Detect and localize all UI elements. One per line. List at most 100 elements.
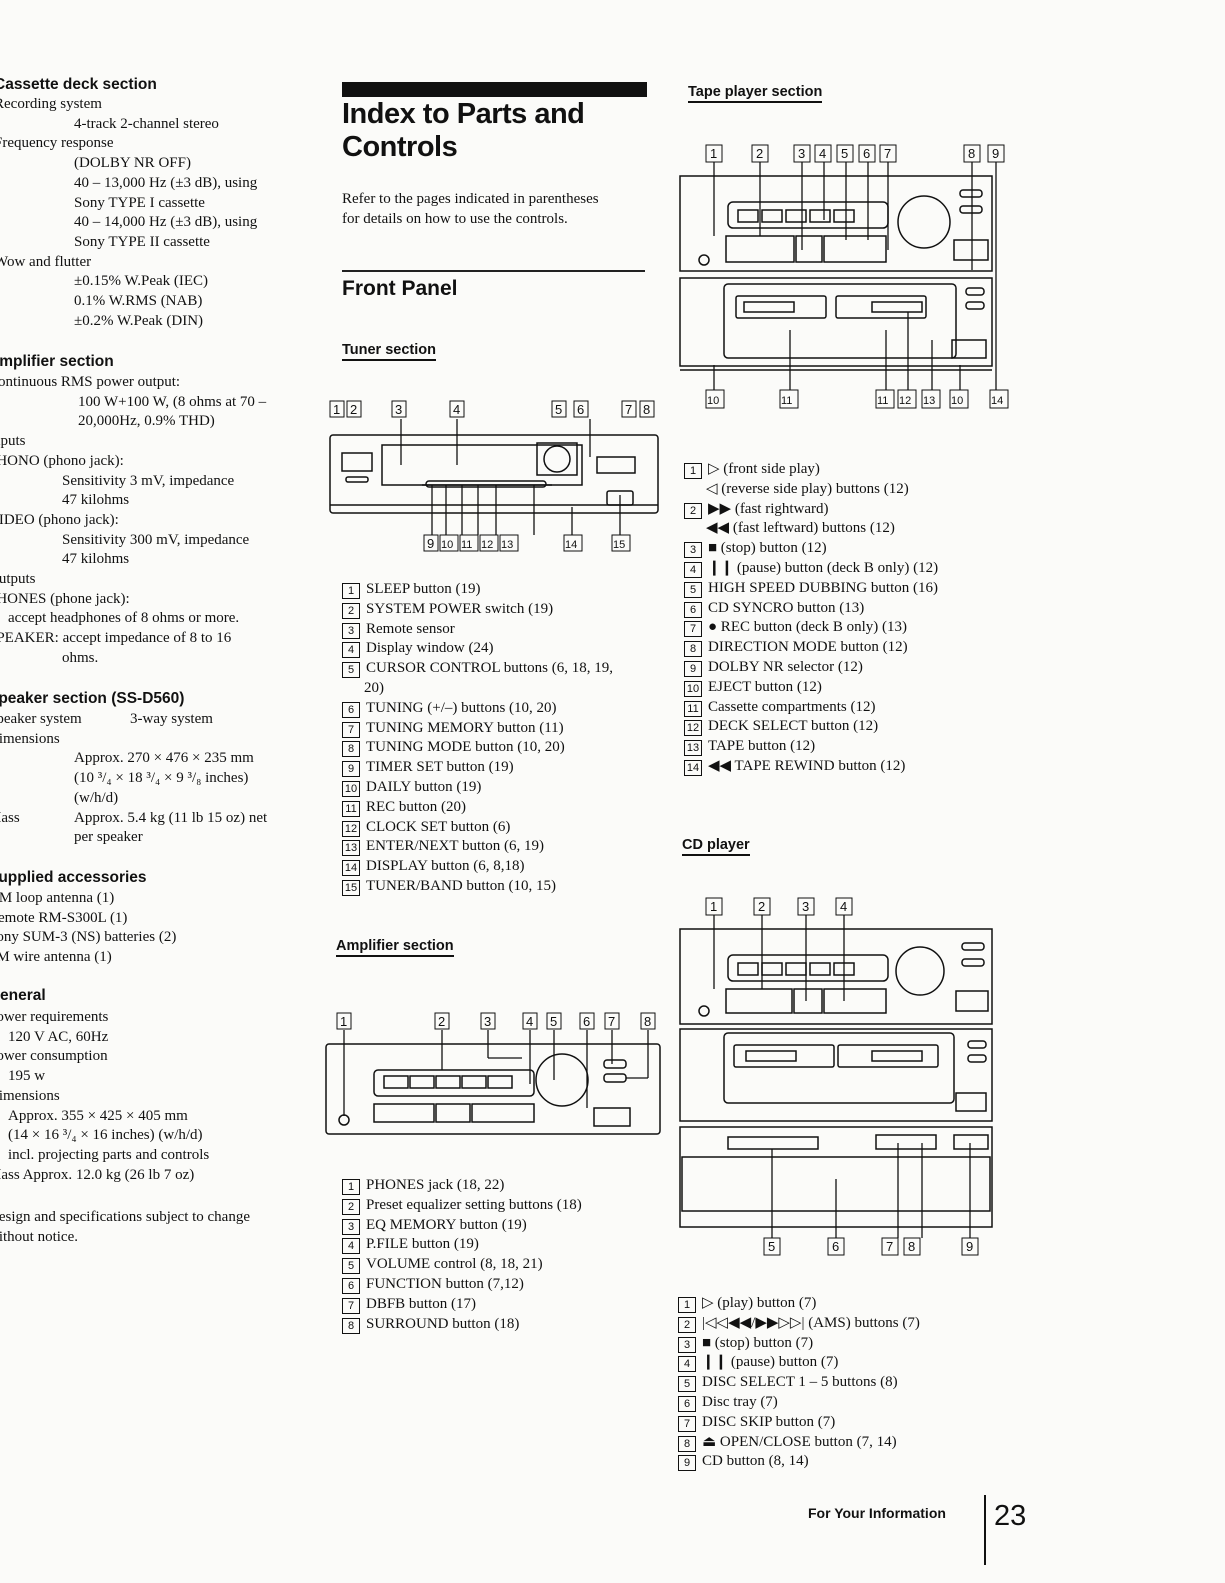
spec-line: 120 V AC, 60Hz	[8, 1028, 109, 1045]
item-number-badge: 13	[684, 740, 702, 757]
item-label: TIMER SET button (19)	[366, 759, 514, 776]
svg-text:12: 12	[899, 395, 911, 407]
item-label: TUNING MEMORY button (11)	[366, 719, 564, 736]
general-heading: General	[0, 987, 46, 1004]
tuner-heading: Tuner section	[342, 342, 436, 361]
parts-list-item: 4 ❙❙ (pause) button (7)	[678, 1353, 920, 1373]
svg-text:5: 5	[768, 1239, 775, 1254]
item-label: Cassette compartments (12)	[708, 698, 876, 715]
speaker-spec-label: Mass	[0, 809, 20, 826]
svg-text:8: 8	[908, 1239, 915, 1254]
parts-list-item: 15 TUNER/BAND button (10, 15)	[342, 877, 613, 897]
svg-text:3: 3	[395, 402, 402, 417]
spec-line: 100 W+100 W, (8 ohms at 70 –	[78, 393, 267, 410]
divider	[342, 270, 645, 272]
spec-line: Dimensions	[0, 1087, 60, 1104]
item-number-badge: 4	[342, 642, 360, 659]
item-number-badge: 2	[342, 1198, 360, 1215]
cd-item-list: 1▷ (play) button (7)2|◁◁◀◀/▶▶▷▷| (AMS) b…	[678, 1294, 920, 1472]
item-label: SURROUND button (18)	[366, 1315, 520, 1332]
svg-text:6: 6	[577, 402, 584, 417]
intro-text: Refer to the pages indicated in parenthe…	[342, 191, 599, 227]
item-label: Disc tray (7)	[702, 1393, 778, 1410]
item-number-badge: 3	[684, 542, 702, 559]
svg-text:7: 7	[625, 402, 632, 417]
spec-line: 195 w	[8, 1068, 46, 1085]
svg-text:11: 11	[781, 395, 792, 407]
svg-text:9: 9	[966, 1239, 973, 1254]
item-label: EJECT button (12)	[708, 678, 822, 695]
spec-line: Power requirements	[0, 1009, 109, 1025]
item-number-badge: 12	[342, 820, 360, 837]
item-label: TUNER/BAND button (10, 15)	[366, 877, 556, 894]
item-label: ❙❙ (pause) button (deck B only) (12)	[708, 559, 939, 576]
spec-line: 47 kilohms	[62, 492, 130, 509]
svg-text:7: 7	[884, 146, 891, 161]
cassette-heading: Cassette deck section	[0, 76, 157, 93]
item-number-badge: 5	[684, 581, 702, 598]
item-label: P.FILE button (19)	[366, 1236, 479, 1253]
svg-text:9: 9	[427, 536, 434, 551]
accessories-heading: Supplied accessories	[0, 869, 147, 886]
item-label: DAILY button (19)	[366, 778, 482, 795]
amp-heading: Amplifier section	[336, 938, 454, 957]
item-label: DIRECTION MODE button (12)	[708, 639, 908, 656]
cd-diagram: 1 2 3 4 5 6 7 8 9	[679, 897, 993, 1256]
item-number-badge: 4	[678, 1356, 696, 1373]
spec-line: Recording system	[0, 96, 102, 112]
amplifier-specs: Continuous RMS power output:100 W+100 W,…	[0, 373, 266, 669]
item-label: Preset equalizer setting buttons (18)	[366, 1196, 582, 1213]
spec-line: (DOLBY NR OFF)	[74, 155, 191, 172]
item-number-badge: 2	[678, 1316, 696, 1333]
tape-item-list: 1▷ (front side play)◁ (reverse side play…	[684, 460, 938, 777]
spec-line: (14 × 16 ³/₄ × 16 inches) (w/h/d)	[8, 1127, 203, 1144]
amplifier-specs-heading: Amplifier section	[0, 353, 114, 370]
spec-line: Power consumption	[0, 1048, 108, 1065]
svg-text:13: 13	[923, 395, 935, 407]
tuner-diagram: 1 2 3 4 5 6 7 8 9 10 11 12 13 14 15	[329, 400, 659, 552]
svg-text:4: 4	[526, 1014, 533, 1029]
spec-line: 20,000Hz, 0.9% THD)	[78, 413, 215, 430]
item-label: Remote sensor	[366, 620, 455, 637]
item-number-badge: 6	[678, 1395, 696, 1412]
svg-text:12: 12	[481, 539, 493, 551]
spec-line: ±0.15% W.Peak (IEC)	[74, 273, 209, 290]
parts-list-item: 3■ (stop) button (12)	[684, 539, 938, 559]
svg-text:11: 11	[461, 539, 472, 551]
svg-text:3: 3	[798, 146, 805, 161]
spec-line: Mass Approx. 12.0 kg (26 lb 7 oz)	[0, 1166, 195, 1183]
page-title: Index to Parts and Controls	[342, 98, 585, 163]
speaker-spec-label	[0, 789, 74, 809]
spec-line: Frequency response	[0, 135, 114, 152]
front-panel-heading: Front Panel	[342, 277, 458, 300]
spec-line: PHONES (phone jack):	[0, 590, 130, 607]
item-number-badge: 10	[684, 680, 702, 697]
item-label: SLEEP button (19)	[366, 581, 481, 597]
item-label: CD SYNCRO button (13)	[708, 599, 865, 616]
spec-line: Outputs	[0, 571, 36, 588]
svg-text:6: 6	[863, 146, 870, 161]
section-footer: For Your Information	[808, 1505, 946, 1521]
item-label: DBFB button (17)	[366, 1295, 477, 1312]
parts-list-item: 10 EJECT button (12)	[684, 678, 938, 698]
svg-text:14: 14	[991, 395, 1003, 407]
item-number-badge: 11	[684, 700, 702, 717]
spec-line: Sensitivity 300 mV, impedance	[62, 531, 250, 548]
title-bar	[342, 82, 647, 97]
item-number-badge: 15	[342, 879, 360, 896]
svg-text:8: 8	[644, 1014, 651, 1029]
item-label: ❙❙ (pause) button (7)	[702, 1354, 839, 1371]
accessory-item: Remote RM-S300L (1)	[0, 909, 128, 926]
parts-list-item: 1▷ (play) button (7)	[678, 1294, 920, 1314]
